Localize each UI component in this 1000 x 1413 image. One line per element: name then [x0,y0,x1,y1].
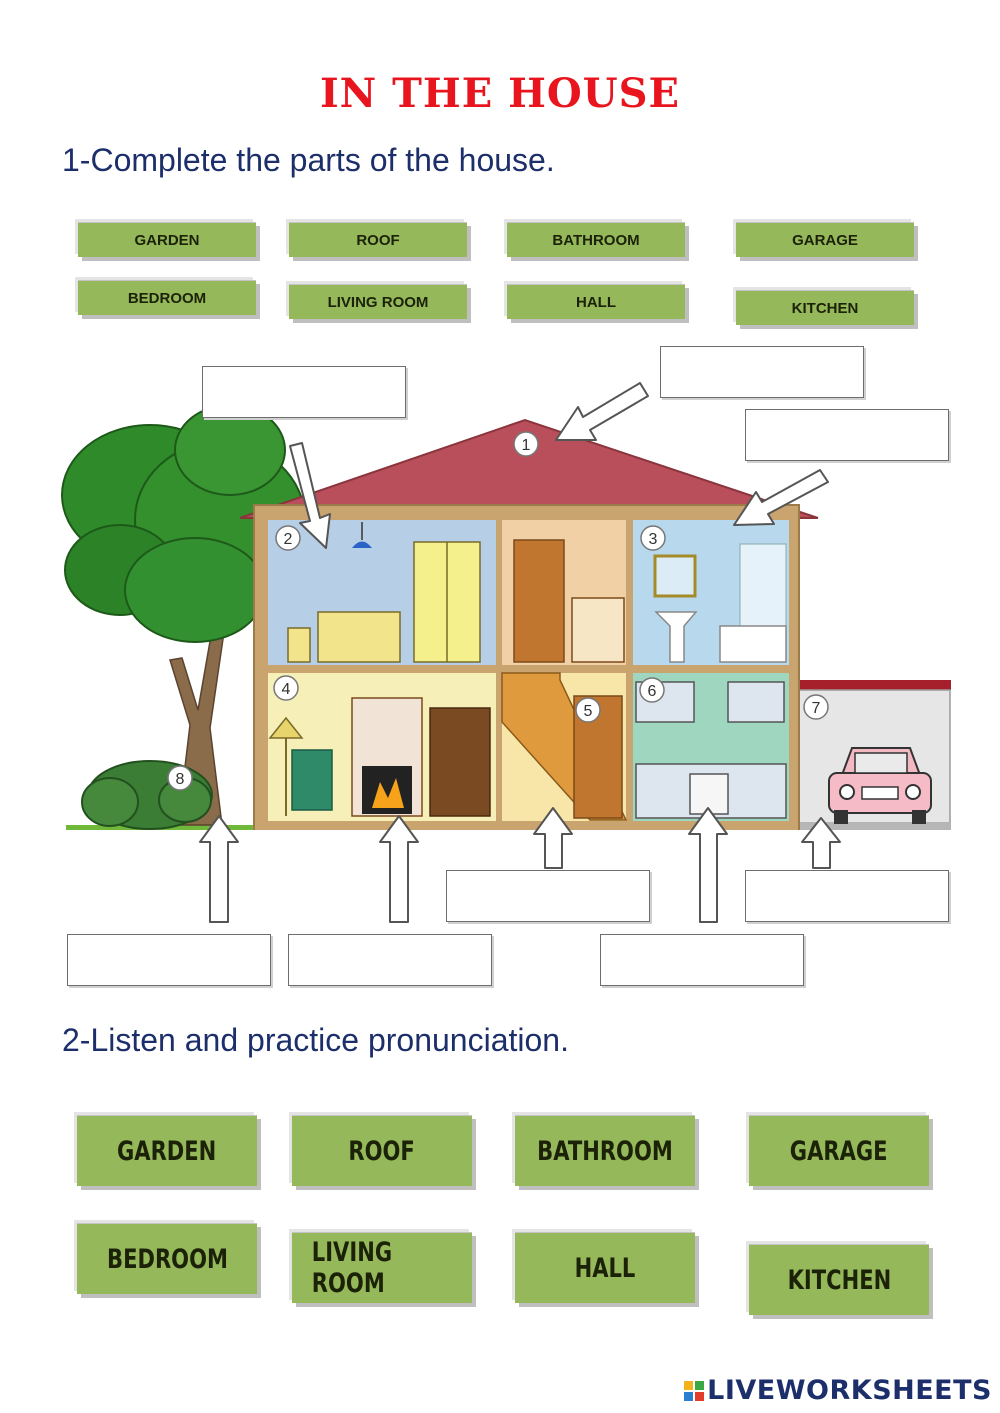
marker-3: 3 [649,531,658,548]
arrow-garden [199,815,239,923]
page-title: IN THE HOUSE [319,70,681,117]
answer-box-1[interactable] [660,346,864,398]
answer-input-4[interactable] [289,935,491,985]
word-bank-roof: ROOF [289,222,467,257]
pronounce-kitchen-button[interactable]: KITCHEN [749,1244,929,1315]
pronounce-garden-button[interactable]: GARDEN [77,1115,257,1186]
word-bank-bedroom: BEDROOM [78,280,256,315]
answer-box-6[interactable] [600,934,804,986]
answer-box-2[interactable] [202,366,406,418]
marker-2: 2 [284,531,293,548]
marker-7: 7 [812,700,821,717]
brand-name: LIVEWORKSHEETS [707,1375,992,1406]
pronounce-bathroom-label: BATHROOM [537,1135,673,1167]
answer-input-5[interactable] [447,871,649,921]
answer-input-7[interactable] [746,871,948,921]
pronounce-hall-label: HALL [574,1252,636,1284]
word-bank-garage: GARAGE [736,222,914,257]
pronounce-roof-label: ROOF [348,1135,416,1167]
section2-heading: 2-Listen and practice pronunciation. [62,1022,569,1058]
answer-box-7[interactable] [745,870,949,922]
car [828,747,932,824]
pronounce-garage-label: GARAGE [790,1135,888,1167]
liveworksheets-logo[interactable]: LIVEWORKSHEETS [684,1375,992,1406]
marker-1: 1 [522,437,531,454]
arrow-living-room [379,815,419,923]
pronounce-bedroom-label: BEDROOM [106,1243,228,1275]
pronounce-garden-label: GARDEN [117,1135,217,1167]
marker-4: 4 [282,681,291,698]
answer-input-1[interactable] [661,347,863,397]
pronounce-living-room-label: LIVING ROOM [311,1237,393,1299]
word-bank-hall: HALL [507,284,685,319]
pronounce-hall-button[interactable]: HALL [515,1232,695,1303]
pronounce-bedroom-button[interactable]: BEDROOM [77,1223,257,1294]
answer-input-2[interactable] [203,367,405,417]
answer-input-3[interactable] [746,410,948,460]
tree [61,404,306,826]
answer-box-8[interactable] [67,934,271,986]
answer-input-8[interactable] [68,935,270,985]
word-bank-living-room: LIVING ROOM [289,284,467,319]
word-bank-kitchen: KITCHEN [736,290,914,325]
marker-6: 6 [648,683,657,700]
answer-box-3[interactable] [745,409,949,461]
word-bank-bathroom: BATHROOM [507,222,685,257]
section1-heading: 1-Complete the parts of the house. [62,142,555,178]
bush [81,760,213,830]
house-illustration: 1 2 3 4 5 6 7 8 [61,404,951,830]
marker-5: 5 [584,703,593,720]
pronounce-living-room-button[interactable]: LIVING ROOM [292,1232,472,1303]
number-markers: 1 2 3 4 5 6 7 8 [167,431,829,791]
pronounce-bathroom-button[interactable]: BATHROOM [515,1115,695,1186]
answer-box-4[interactable] [288,934,492,986]
answer-input-6[interactable] [601,935,803,985]
logo-mark-icon [684,1380,705,1401]
pronounce-garage-button[interactable]: GARAGE [749,1115,929,1186]
marker-8: 8 [176,771,185,788]
pronounce-kitchen-label: KITCHEN [787,1264,891,1296]
answer-box-5[interactable] [446,870,650,922]
pronounce-roof-button[interactable]: ROOF [292,1115,472,1186]
word-bank-garden: GARDEN [78,222,256,257]
